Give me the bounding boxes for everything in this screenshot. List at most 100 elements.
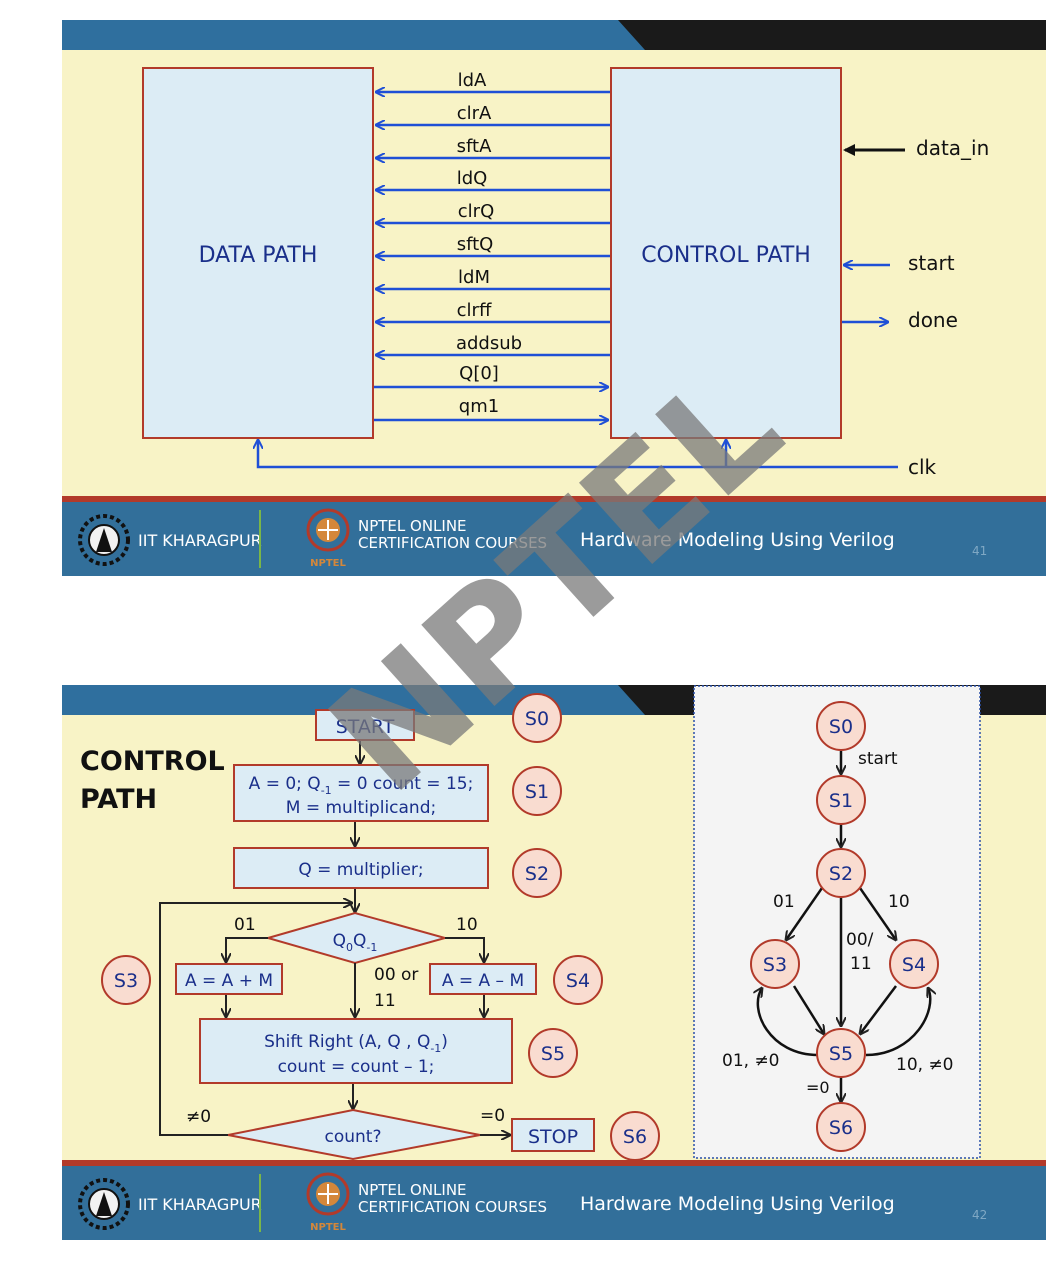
data-path-box bbox=[142, 67, 374, 439]
course-title: Hardware Modeling Using Verilog bbox=[580, 529, 895, 551]
nptel-badge: NPTEL bbox=[310, 558, 346, 569]
header-bar-blue bbox=[62, 20, 645, 50]
nptel-logo bbox=[306, 508, 350, 552]
slide-41: DATA PATH CONTROL PATH ldA clrA sftA ldQ… bbox=[62, 20, 1046, 576]
init-text-line1: A = 0; Q-1 = 0 count = 15; bbox=[249, 774, 474, 797]
fsm-state-s5 bbox=[816, 1028, 866, 1078]
shift-text-line1: Shift Right (A, Q , Q-1) bbox=[264, 1032, 448, 1055]
fsm-state-s6 bbox=[816, 1102, 866, 1152]
fsm-t01: 01 bbox=[773, 892, 795, 912]
branch-00-11-label-b: 11 bbox=[374, 991, 396, 1011]
iit-logo bbox=[78, 1178, 130, 1230]
data-path-label: DATA PATH bbox=[199, 243, 318, 268]
slide-title-line1: CONTROL bbox=[80, 746, 225, 777]
svg-text:S3: S3 bbox=[763, 954, 787, 976]
fsm-t00-b: 11 bbox=[850, 954, 872, 974]
sub-box bbox=[429, 963, 537, 995]
fsm-background bbox=[693, 685, 981, 1159]
signal-label: sftA bbox=[457, 136, 492, 157]
stop-text: STOP bbox=[528, 1126, 578, 1148]
nptel-line1: NPTEL ONLINE bbox=[358, 517, 467, 535]
flow-state-s0 bbox=[512, 693, 562, 743]
branch-01-label: 01 bbox=[234, 915, 256, 935]
branch-00-11-label-a: 00 or bbox=[374, 965, 418, 985]
shift-box bbox=[199, 1018, 513, 1084]
flow-state-s3 bbox=[101, 955, 151, 1005]
page-number: 42 bbox=[972, 1208, 987, 1222]
slide-title-line2: PATH bbox=[80, 784, 157, 815]
loop-back-arrow bbox=[159, 903, 352, 1136]
svg-text:S4: S4 bbox=[566, 970, 590, 992]
fsm-state-s0 bbox=[816, 701, 866, 751]
nptel-line1: NPTEL ONLINE bbox=[358, 1181, 467, 1199]
start-text: START bbox=[336, 716, 395, 738]
svg-text:S4: S4 bbox=[902, 954, 926, 976]
svg-text:S1: S1 bbox=[829, 790, 853, 812]
add-box bbox=[175, 963, 283, 995]
svg-text:S5: S5 bbox=[541, 1043, 565, 1065]
footer-divider bbox=[259, 1174, 261, 1232]
stop-box bbox=[511, 1118, 595, 1152]
footer-bar bbox=[62, 1166, 1046, 1240]
signal-label: ldQ bbox=[457, 168, 488, 189]
shift-text-line2: count = count – 1; bbox=[278, 1057, 435, 1077]
signal-label: addsub bbox=[456, 333, 522, 354]
page-number: 41 bbox=[972, 544, 987, 558]
flow-state-s1 bbox=[512, 766, 562, 816]
fsm-eq0: =0 bbox=[806, 1078, 830, 1097]
status-signals: Q[0] qm1 bbox=[374, 363, 608, 420]
zero-label: =0 bbox=[480, 1106, 505, 1126]
institute-name: IIT KHARAGPUR bbox=[138, 1195, 262, 1214]
init-text-line2: M = multiplicand; bbox=[286, 798, 436, 818]
svg-text:S6: S6 bbox=[829, 1117, 853, 1139]
flow-state-s2 bbox=[512, 848, 562, 898]
start-label: start bbox=[908, 251, 955, 275]
footer-divider bbox=[259, 510, 261, 568]
fsm-state-s1 bbox=[816, 775, 866, 825]
slide-42: CONTROL PATH START A = 0; Q-1 = 0 count … bbox=[62, 685, 1046, 1240]
clk-line-datapath bbox=[258, 440, 898, 469]
svg-text:S5: S5 bbox=[829, 1043, 853, 1065]
signal-label: sftQ bbox=[457, 234, 494, 255]
institute-name: IIT KHARAGPUR bbox=[138, 531, 262, 550]
count-text: count? bbox=[325, 1127, 382, 1147]
data-in-label: data_in bbox=[916, 136, 989, 160]
svg-text:S2: S2 bbox=[829, 863, 853, 885]
signal-label: ldM bbox=[458, 267, 490, 288]
svg-text:S1: S1 bbox=[525, 781, 549, 803]
control-signals: ldA clrA sftA ldQ clrQ sftQ ldM clrff ad… bbox=[376, 70, 610, 355]
footer-bar bbox=[62, 502, 1046, 576]
signal-label: clrA bbox=[457, 103, 492, 124]
branch-10-label: 10 bbox=[456, 915, 478, 935]
flowchart: START A = 0; Q-1 = 0 count = 15; M = mul… bbox=[101, 693, 660, 1161]
signal-label: clrQ bbox=[458, 201, 494, 222]
control-path-box bbox=[610, 67, 842, 439]
footer-red-line bbox=[62, 496, 1046, 502]
svg-text:S0: S0 bbox=[525, 708, 549, 730]
fsm-state-s4 bbox=[889, 939, 939, 989]
header-bar-blue bbox=[62, 685, 645, 715]
flow-state-s5 bbox=[528, 1028, 578, 1078]
load-q-text: Q = multiplier; bbox=[298, 860, 423, 880]
load-q-box bbox=[233, 847, 489, 889]
start-box bbox=[315, 709, 415, 741]
clk-label: clk bbox=[908, 455, 937, 479]
course-title: Hardware Modeling Using Verilog bbox=[580, 1193, 895, 1215]
status-label: qm1 bbox=[459, 396, 499, 417]
fsm-loop-left-label: 01, ≠0 bbox=[722, 1051, 780, 1071]
signal-label: ldA bbox=[458, 70, 487, 91]
svg-text:S6: S6 bbox=[623, 1126, 647, 1148]
fsm-loop-right bbox=[865, 988, 930, 1057]
flow-state-s4 bbox=[553, 955, 603, 1005]
fsm-t00-a: 00/ bbox=[846, 930, 874, 950]
signal-label: clrff bbox=[457, 300, 492, 321]
svg-text:S3: S3 bbox=[114, 970, 138, 992]
svg-text:S0: S0 bbox=[829, 716, 853, 738]
nptel-logo bbox=[306, 1172, 350, 1216]
fsm-panel: start 01 10 00/ 11 01, ≠0 10, ≠0 =0 S0 S… bbox=[693, 685, 981, 1159]
fsm-loop-left bbox=[758, 988, 819, 1057]
nptel-line2: CERTIFICATION COURSES bbox=[358, 534, 547, 552]
footer-red-line bbox=[62, 1160, 1046, 1166]
fsm-start-label: start bbox=[858, 749, 898, 769]
